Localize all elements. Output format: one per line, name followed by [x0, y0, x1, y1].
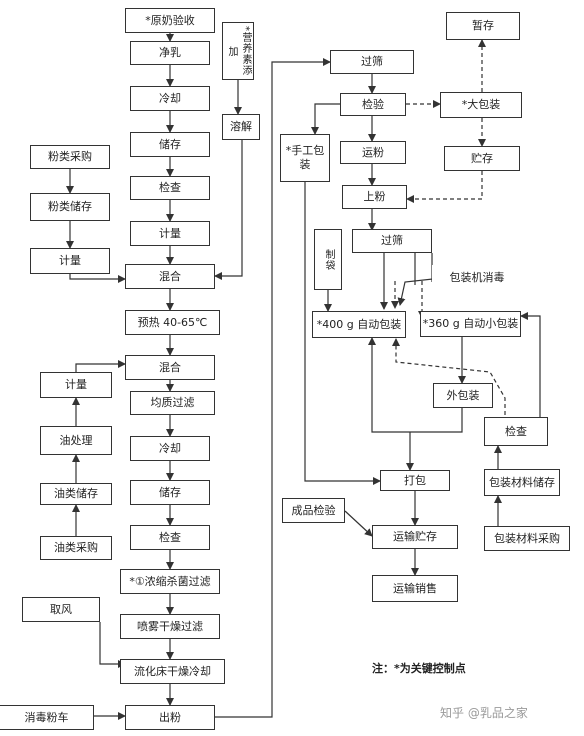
cooling-1: 冷却	[130, 86, 210, 111]
mixing-2: 混合	[125, 355, 215, 380]
auto-pack-400g: *400 g 自动包装	[312, 311, 406, 338]
warehouse-storage: 贮存	[444, 146, 520, 171]
outer-packing: 外包装	[433, 383, 493, 408]
legend-note: 注：*为关键控制点	[372, 662, 466, 675]
air-intake: 取风	[22, 597, 100, 622]
inspection-1: 检查	[130, 176, 210, 200]
concentrate-sterilize-filter: *①浓缩杀菌过滤	[120, 569, 220, 594]
nutrient-addition: *营养素添加	[222, 22, 254, 80]
cooling-2: 冷却	[130, 436, 210, 461]
powder-metering: 计量	[30, 248, 110, 274]
powder-transport: 运粉	[340, 141, 406, 164]
oil-purchase: 油类采购	[40, 536, 112, 560]
powder-purchase: 粉类采购	[30, 145, 110, 169]
inspection-2: 检查	[130, 525, 210, 550]
storage-1: 储存	[130, 132, 210, 157]
dissolving: 溶解	[222, 114, 260, 140]
powder-loading: 上粉	[342, 185, 407, 209]
packaging-material-purchase: 包装材料采购	[484, 526, 570, 551]
preheating: 预热 40-65℃	[125, 310, 220, 335]
oil-metering: 计量	[40, 372, 112, 398]
oil-processing: 油处理	[40, 426, 112, 455]
sieving-1: 过筛	[330, 50, 414, 74]
material-inspection: 检查	[484, 417, 548, 446]
quality-inspection: 检验	[340, 93, 406, 116]
auto-pack-360g: *360 g 自动小包装	[420, 311, 521, 337]
watermark: 知乎 @乳品之家	[440, 706, 528, 720]
packer-disinfection: 包装机消毒	[432, 265, 522, 290]
baling: 打包	[380, 470, 450, 491]
transport-storage: 运输贮存	[372, 525, 458, 549]
temporary-storage: 暂存	[446, 12, 520, 40]
powder-storage: 粉类储存	[30, 193, 110, 221]
metering-1: 计量	[130, 221, 210, 246]
milk-cleaning: 净乳	[130, 41, 210, 65]
transport-sales: 运输销售	[372, 575, 458, 602]
sieving-2: 过筛	[352, 229, 432, 253]
packaging-material-storage: 包装材料储存	[484, 469, 560, 496]
oil-storage: 油类储存	[40, 483, 112, 505]
fluid-bed-drying: 流化床干燥冷却	[120, 659, 225, 684]
bag-making: 制袋	[314, 229, 342, 290]
bulk-packing: *大包装	[440, 92, 522, 118]
finished-product-inspection: 成品检验	[282, 498, 345, 523]
mixing-1: 混合	[125, 264, 215, 289]
powder-output: 出粉	[125, 705, 215, 730]
disinfect-powder-car: 消毒粉车	[0, 705, 94, 730]
manual-packing: *手工包装	[280, 134, 330, 182]
raw-milk-receiving: *原奶验收	[125, 8, 215, 33]
storage-2: 储存	[130, 480, 210, 505]
spray-drying-filter: 喷雾干燥过滤	[120, 614, 220, 639]
homogenize-filter: 均质过滤	[130, 391, 215, 415]
